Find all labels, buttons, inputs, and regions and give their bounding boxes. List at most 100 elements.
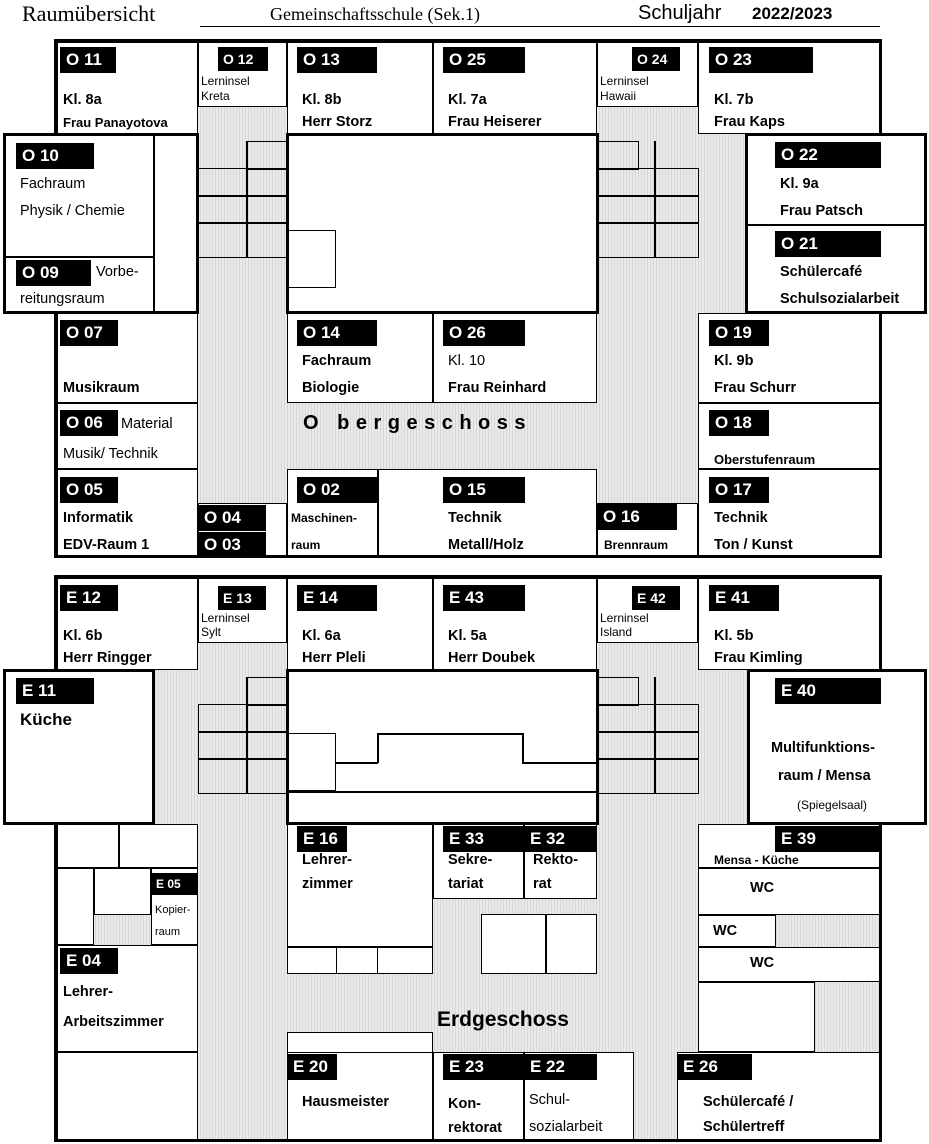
room-e41-teacher: Frau Kimling — [714, 650, 803, 666]
room-o15-line2: Metall/Holz — [448, 537, 524, 553]
wc-label-2: WC — [713, 923, 738, 939]
upper-stair-right-b — [597, 168, 699, 197]
ground-stair-left-c — [198, 731, 288, 760]
room-e13-line1: Lerninsel — [201, 611, 250, 625]
room-o13-class: Kl. 8b — [302, 92, 342, 108]
room-tag-e42: E 42 — [632, 586, 680, 610]
upper-floor-label: O bergeschoss — [303, 412, 533, 434]
room-tag-e20: E 20 — [287, 1054, 337, 1080]
ground-stair-left-mid — [246, 677, 248, 794]
room-tag-e05: E 05 — [152, 873, 197, 895]
room-e04-line2: Arbeitszimmer — [63, 1014, 164, 1030]
room-e42-line2: Island — [600, 625, 633, 639]
room-e40-line1: Multifunktions- — [771, 740, 875, 756]
upper-atrium-stair — [288, 230, 336, 288]
room-o02-line2: raum — [291, 538, 321, 552]
room-tag-o25: O 25 — [443, 47, 525, 73]
room-tag-e13: E 13 — [218, 586, 266, 610]
room-tag-e11: E 11 — [16, 678, 94, 704]
room-e12-teacher: Herr Ringger — [63, 650, 152, 666]
room-tag-o23: O 23 — [709, 47, 813, 73]
room-e05-line1: Kopier- — [155, 904, 191, 916]
room-tag-o02: O 02 — [297, 477, 377, 503]
room-tag-o15: O 15 — [443, 477, 525, 503]
room-o25-class: Kl. 7a — [448, 92, 487, 108]
room-e14-class: Kl. 6a — [302, 628, 341, 644]
ground-stair-left-d — [198, 758, 288, 794]
center-room-a — [481, 914, 546, 974]
room-e14-teacher: Herr Pleli — [302, 650, 366, 666]
room-tag-o19: O 19 — [709, 320, 769, 346]
room-tag-e16: E 16 — [297, 826, 347, 852]
ground-atrium-wall-d — [522, 733, 524, 763]
wc-label-1: WC — [750, 880, 775, 896]
room-tag-e23: E 23 — [443, 1054, 523, 1080]
ground-stair-left-b — [198, 704, 288, 733]
ground-floor-label: Erdgeschoss — [437, 1008, 569, 1031]
upper-atrium — [286, 133, 599, 314]
room-o11-class: Kl. 8a — [63, 92, 102, 108]
room-o14-line2: Biologie — [302, 380, 360, 396]
room-e42-line1: Lerninsel — [600, 611, 649, 625]
left-bottom-room — [57, 1052, 198, 1140]
left-small-room-d — [94, 868, 151, 915]
room-o26-line1: Kl. 10 — [448, 353, 486, 369]
room-o26-line2: Frau Reinhard — [448, 380, 547, 396]
room-o13-teacher: Herr Storz — [302, 114, 373, 130]
room-e26-line2: Schülertreff — [703, 1119, 785, 1135]
room-o17-line2: Ton / Kunst — [714, 537, 793, 553]
room-o22-teacher: Frau Patsch — [780, 203, 863, 219]
room-e16-line2: zimmer — [302, 876, 353, 892]
room-o09-line2: reitungsraum — [20, 291, 105, 307]
room-e40-line2: raum / Mensa — [778, 768, 871, 784]
ground-stair-left-a — [246, 677, 288, 706]
room-o24 — [597, 42, 698, 107]
wc-label-3: WC — [750, 955, 775, 971]
room-e26-line1: Schülercafé / — [703, 1094, 794, 1110]
room-tag-e41: E 41 — [709, 585, 779, 611]
room-tag-o13: O 13 — [297, 47, 377, 73]
room-e13-line2: Sylt — [201, 625, 222, 639]
room-tag-o04: O 04 — [198, 505, 266, 531]
room-tag-o24: O 24 — [632, 47, 680, 71]
room-tag-o12: O 12 — [218, 47, 268, 71]
room-e20-upper — [287, 1032, 433, 1054]
upper-stair-left-a — [246, 141, 288, 170]
room-e33-line1: Sekre- — [448, 852, 493, 868]
header-rule — [200, 26, 880, 27]
room-tag-o26: O 26 — [443, 320, 525, 346]
wc-room-2 — [698, 915, 776, 947]
o10-side-wall — [153, 135, 155, 312]
ground-stair-right-d — [597, 758, 699, 794]
room-o05-line2: EDV-Raum 1 — [63, 537, 150, 553]
left-small-room-b — [119, 824, 198, 868]
room-tag-e33: E 33 — [443, 826, 523, 852]
e16-cell-b — [336, 947, 378, 974]
room-e20-line1: Hausmeister — [302, 1094, 390, 1110]
room-tag-e14: E 14 — [297, 585, 377, 611]
room-o15-line1: Technik — [448, 510, 502, 526]
room-tag-e26: E 26 — [677, 1054, 752, 1080]
room-o10-line1: Fachraum — [20, 176, 86, 192]
wc-room-3 — [698, 947, 880, 982]
room-tag-e12: E 12 — [60, 585, 118, 611]
room-o24-line1: Lerninsel — [600, 74, 649, 88]
room-o19-line2: Frau Schurr — [714, 380, 797, 396]
room-tag-o21: O 21 — [775, 231, 881, 257]
room-o22-class: Kl. 9a — [780, 176, 819, 192]
upper-stair-left-mid — [246, 141, 248, 258]
room-o23-teacher: Frau Kaps — [714, 114, 785, 130]
room-e05-line2: raum — [155, 926, 181, 938]
room-e43-class: Kl. 5a — [448, 628, 487, 644]
room-o12-line1: Lerninsel — [201, 74, 250, 88]
o22-o21-divider — [747, 224, 925, 226]
room-e16-line1: Lehrer- — [302, 852, 352, 868]
room-o05-line1: Informatik — [63, 510, 134, 526]
ground-atrium-wall-c — [377, 733, 523, 735]
room-e23-line2: rektorat — [448, 1120, 502, 1136]
room-tag-o14: O 14 — [297, 320, 377, 346]
o10-o09-divider — [5, 256, 154, 258]
room-e39-line1: Mensa - Küche — [714, 853, 799, 867]
center-room-b — [546, 914, 597, 974]
